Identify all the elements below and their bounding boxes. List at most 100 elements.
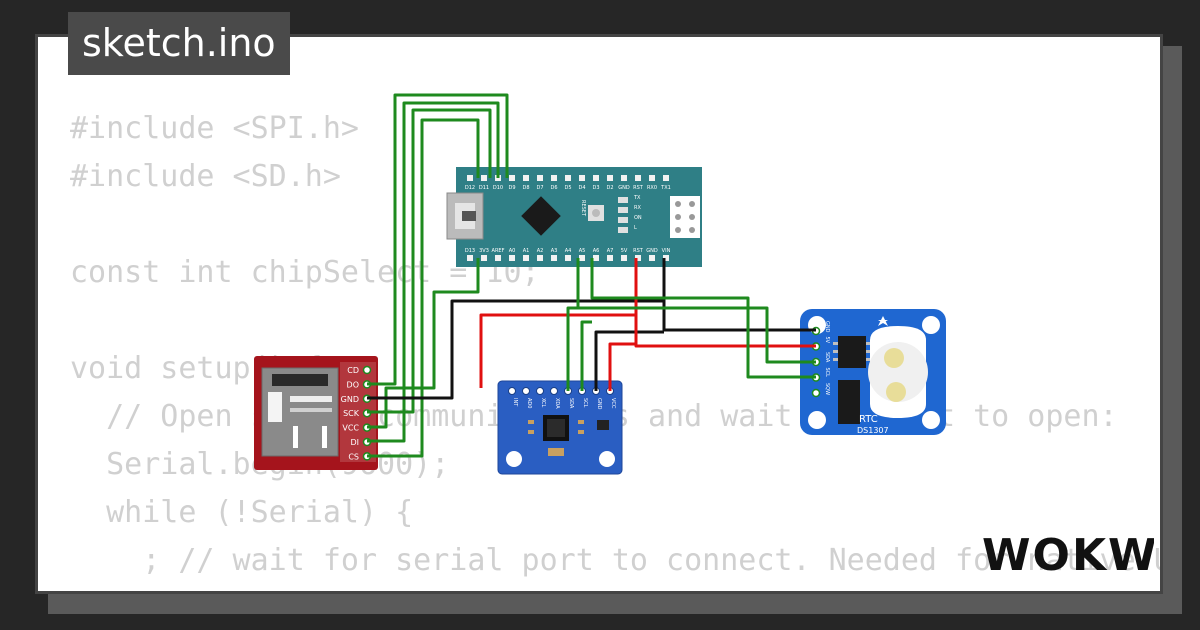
wire-mpu-vcc[interactable]: [608, 342, 636, 391]
led-label-tx: TX: [633, 195, 641, 201]
mpu-pin-label: SDA: [568, 398, 574, 409]
wire-sd-do[interactable]: [367, 93, 509, 386]
wire-rtc-scl[interactable]: [590, 258, 816, 379]
mpu-pin[interactable]: [536, 387, 544, 395]
nano-bottom-pin[interactable]: [621, 255, 627, 261]
led-label-l: L: [634, 225, 637, 231]
wire-sd-cs[interactable]: [367, 118, 480, 458]
sd-pin-label: DO: [347, 380, 359, 389]
nano-top-pin[interactable]: [551, 175, 557, 181]
nano-bottom-pin[interactable]: [495, 255, 501, 261]
mcu-chip: [521, 196, 561, 236]
wire-rtc-5v[interactable]: [634, 258, 816, 348]
nano-bottom-pin-label: A3: [551, 248, 558, 254]
mpu-pin[interactable]: [522, 387, 530, 395]
nano-bottom-pin-label: D13: [465, 248, 475, 254]
nano-top-pin[interactable]: [593, 175, 599, 181]
nano-top-pin[interactable]: [467, 175, 473, 181]
wire-mpu-scl[interactable]: [580, 320, 592, 391]
nano-top-pin[interactable]: [481, 175, 487, 181]
rtc-pin[interactable]: [811, 388, 821, 398]
nano-top-pin[interactable]: [635, 175, 641, 181]
nano-top-pin-label: RST: [633, 185, 644, 191]
nano-bottom-pin[interactable]: [537, 255, 543, 261]
code-line: ; // wait for serial port to connect. Ne…: [142, 543, 1160, 578]
wire-sd-di[interactable]: [367, 101, 500, 443]
code-line: #include <SPI.h>: [70, 111, 359, 146]
nano-top-pin[interactable]: [537, 175, 543, 181]
sd-pin-label: GND: [341, 395, 359, 404]
wire-sd-gnd[interactable]: [367, 258, 666, 400]
nano-bottom-pin-label: A5: [579, 248, 586, 254]
wire-mpu-red[interactable]: [479, 313, 636, 388]
nano-bottom-pin[interactable]: [663, 255, 669, 261]
nano-bottom-pin[interactable]: [523, 255, 529, 261]
nano-bottom-pin[interactable]: [551, 255, 557, 261]
nano-top-pin-label: TX1: [660, 185, 671, 191]
wire-mpu-gnd[interactable]: [594, 330, 664, 391]
nano-bottom-pin-label: 5V: [621, 248, 628, 254]
wire-rtc-sda[interactable]: [578, 306, 816, 364]
nano-bottom-pin[interactable]: [649, 255, 655, 261]
wire-sd-vcc[interactable]: [367, 258, 480, 429]
nano-top-pin-label: D11: [479, 185, 489, 191]
led-label-on: ON: [634, 215, 642, 221]
mpu-pin[interactable]: [508, 387, 516, 395]
mpu-pin[interactable]: [550, 387, 558, 395]
nano-top-pin[interactable]: [663, 175, 669, 181]
nano-top-pin-label: D5: [564, 185, 571, 191]
nano-top-pin[interactable]: [607, 175, 613, 181]
nano-bottom-pin[interactable]: [635, 255, 641, 261]
sketch-title: sketch.ino: [68, 12, 290, 75]
wire-rtc-gnd[interactable]: [662, 301, 816, 332]
reset-label: RESET: [580, 200, 586, 217]
mpu-pin-label: XDA: [554, 398, 560, 409]
nano-top-pin-label: D3: [592, 185, 599, 191]
nano-bottom-pin[interactable]: [565, 255, 571, 261]
nano-top-pin[interactable]: [523, 175, 529, 181]
wokwi-logo-text: WOKWI: [982, 530, 1154, 580]
nano-bottom-pin-label: A1: [523, 248, 530, 254]
nano-bottom-pin-label: VIN: [662, 248, 671, 254]
nano-top-pin[interactable]: [579, 175, 585, 181]
nano-bottom-pin-label: A6: [593, 248, 600, 254]
nano-top-pin[interactable]: [649, 175, 655, 181]
nano-top-pin-label: D8: [522, 185, 529, 191]
nano-bottom-pin[interactable]: [607, 255, 613, 261]
nano-top-pin-label: D4: [578, 185, 585, 191]
rtc-pin-label: SQW: [824, 383, 830, 395]
nano-top-pin-label: D9: [508, 185, 515, 191]
rtc-pin-label: SDA: [824, 352, 830, 363]
nano-top-pin-label: D2: [606, 185, 613, 191]
nano-bottom-pin[interactable]: [579, 255, 585, 261]
nano-bottom-pin-label: 3V3: [479, 248, 489, 254]
nano-top-pin[interactable]: [565, 175, 571, 181]
nano-bottom-pin-label: A2: [537, 248, 544, 254]
rtc-pin-label: 5V: [824, 337, 830, 344]
rtc-pin-label: SCL: [824, 368, 830, 378]
sd-pin[interactable]: [362, 365, 372, 375]
nano-bottom-pin[interactable]: [509, 255, 515, 261]
wire-mpu-sda[interactable]: [566, 258, 580, 391]
nano-top-pin[interactable]: [621, 175, 627, 181]
nano-top-pin[interactable]: [509, 175, 515, 181]
wire-sd-sck[interactable]: [367, 108, 492, 414]
mpu-pin-label: GND: [596, 398, 602, 410]
nano-top-pin-label: RX0: [647, 185, 657, 191]
sd-pin-label: VCC: [342, 424, 359, 433]
nano-top-pin-label: D10: [493, 185, 503, 191]
nano-bottom-pin-label: GND: [646, 248, 658, 254]
nano-bottom-pin-label: A7: [607, 248, 614, 254]
nano-bottom-pin[interactable]: [481, 255, 487, 261]
sd-pin-label: SCK: [343, 409, 360, 418]
nano-bottom-pin[interactable]: [593, 255, 599, 261]
nano-top-pin-label: D6: [550, 185, 557, 191]
rtc-pin-label: GND: [824, 321, 830, 333]
nano-bottom-pin[interactable]: [467, 255, 473, 261]
rtc-label: RTC: [859, 414, 878, 425]
